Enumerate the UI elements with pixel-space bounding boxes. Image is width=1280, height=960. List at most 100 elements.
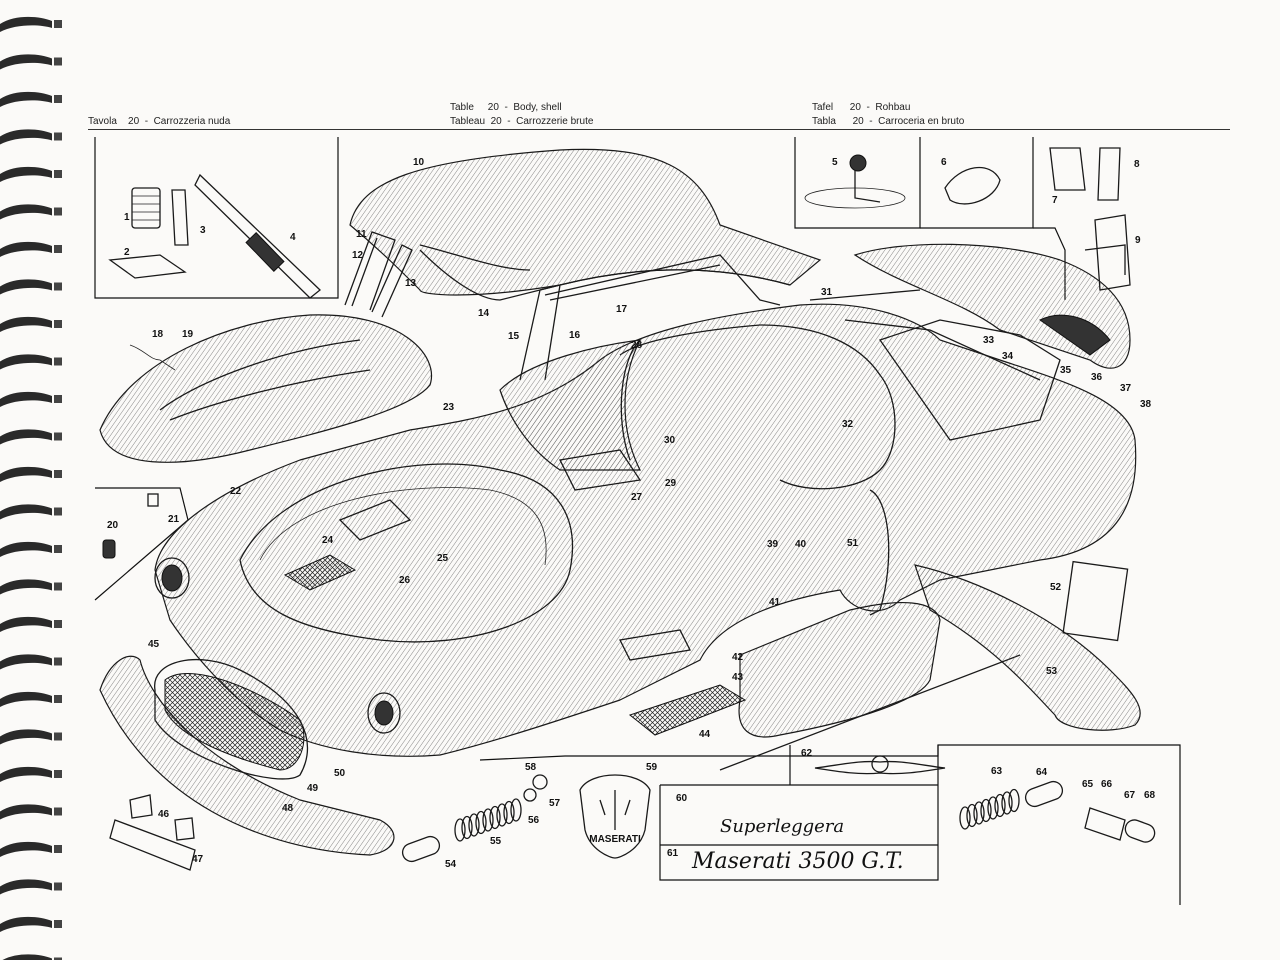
binding-hole	[54, 695, 62, 703]
binding-ring	[0, 579, 52, 595]
binding-hole	[54, 57, 62, 66]
model-script: Maserati 3500 G.T.	[691, 849, 904, 874]
binding-hole	[54, 470, 62, 478]
bellows-ring	[1008, 788, 1020, 813]
callout-13: 13	[405, 278, 417, 289]
suspension-parts	[108, 173, 321, 299]
callout-7: 7	[1052, 195, 1058, 206]
bellows-ring	[489, 805, 501, 830]
binding-ring	[0, 504, 52, 520]
callout-48: 48	[282, 803, 294, 814]
header-english: Table 20 - Body, shell	[450, 102, 562, 113]
binding-hole	[54, 507, 62, 516]
bellows-ring	[503, 800, 515, 825]
header-rule	[88, 129, 1230, 130]
binding-ring	[0, 691, 52, 707]
callout-3: 3	[200, 225, 206, 236]
binding-ring	[0, 429, 52, 445]
binding-ring	[0, 241, 52, 257]
callout-12: 12	[352, 250, 364, 261]
binding-hole	[54, 170, 62, 178]
callout-55: 55	[490, 836, 502, 847]
callout-56: 56	[528, 815, 540, 826]
callout-10: 10	[413, 157, 425, 168]
binding-ring	[0, 316, 52, 332]
bellows-ring	[468, 813, 480, 837]
callout-11: 11	[356, 229, 367, 240]
callout-21: 21	[168, 514, 180, 525]
callout-46: 46	[158, 809, 170, 820]
binding-hole	[54, 882, 62, 891]
callout-52: 52	[1050, 582, 1062, 593]
binding-hole	[54, 132, 62, 141]
binding-hole	[54, 320, 62, 328]
callout-28: 28	[631, 340, 643, 351]
bellows-ring	[1001, 791, 1013, 815]
binding-ring	[0, 54, 52, 70]
binding-hole	[54, 395, 62, 403]
binding-hole	[54, 357, 62, 366]
bellows-ring	[959, 806, 971, 830]
binding-hole	[54, 545, 62, 553]
callout-44: 44	[699, 729, 711, 740]
callout-45: 45	[148, 639, 160, 650]
callout-42: 42	[732, 652, 744, 663]
callout-26: 26	[399, 575, 411, 586]
bellows-ring	[980, 798, 992, 823]
binding-ring	[0, 766, 52, 782]
bellows-ring	[510, 798, 522, 822]
callout-66: 66	[1101, 779, 1113, 790]
callout-54: 54	[445, 859, 457, 870]
bellows-ring	[987, 796, 999, 820]
callout-58: 58	[525, 762, 537, 773]
bellows-ring	[454, 818, 466, 842]
callout-51: 51	[847, 538, 859, 549]
callout-38: 38	[1140, 399, 1152, 410]
binding-hole	[54, 582, 62, 591]
callout-65: 65	[1082, 779, 1094, 790]
trident-badge: MASERATI	[579, 774, 651, 859]
callout-24: 24	[322, 535, 334, 546]
binding-hole	[54, 920, 62, 928]
callout-16: 16	[569, 330, 581, 341]
callout-19: 19	[182, 329, 194, 340]
callout-33: 33	[983, 335, 995, 346]
callout-67: 67	[1124, 790, 1136, 801]
binding-hole	[54, 957, 62, 960]
binding-hole	[54, 770, 62, 778]
binding-ring	[0, 91, 52, 107]
binding-hole	[54, 282, 62, 291]
binding-hole	[54, 207, 62, 216]
binding-ring	[0, 204, 52, 220]
callout-40: 40	[795, 539, 807, 550]
rear-bumper	[914, 564, 1141, 731]
callout-61: 61	[667, 848, 679, 859]
callout-9: 9	[1135, 235, 1141, 246]
binding-hole	[54, 245, 62, 253]
callout-47: 47	[192, 854, 204, 865]
callout-23: 23	[443, 402, 455, 413]
binding-hole	[54, 432, 62, 441]
callout-30: 30	[664, 435, 676, 446]
callout-37: 37	[1120, 383, 1132, 394]
header-spanish: Tabla 20 - Carroceria en bruto	[812, 116, 965, 127]
windshield-frame	[344, 231, 413, 318]
callout-25: 25	[437, 553, 449, 564]
binding-hole	[54, 20, 62, 28]
binding-hole	[54, 845, 62, 853]
callout-41: 41	[769, 597, 781, 608]
binding-hole	[54, 807, 62, 816]
binding-hole	[54, 732, 62, 741]
callout-62: 62	[801, 748, 813, 759]
header-italian: Tavola 20 - Carrozzeria nuda	[88, 116, 231, 127]
bellows-ring	[973, 801, 985, 825]
callout-15: 15	[508, 331, 520, 342]
bottom-parts	[109, 774, 1156, 871]
callout-39: 39	[767, 539, 779, 550]
bonnet-panel	[99, 314, 432, 463]
binding-ring	[0, 466, 52, 482]
binding-ring	[0, 616, 52, 632]
callout-34: 34	[1002, 351, 1014, 362]
binding-ring	[0, 16, 52, 32]
bellows-ring	[966, 803, 978, 828]
